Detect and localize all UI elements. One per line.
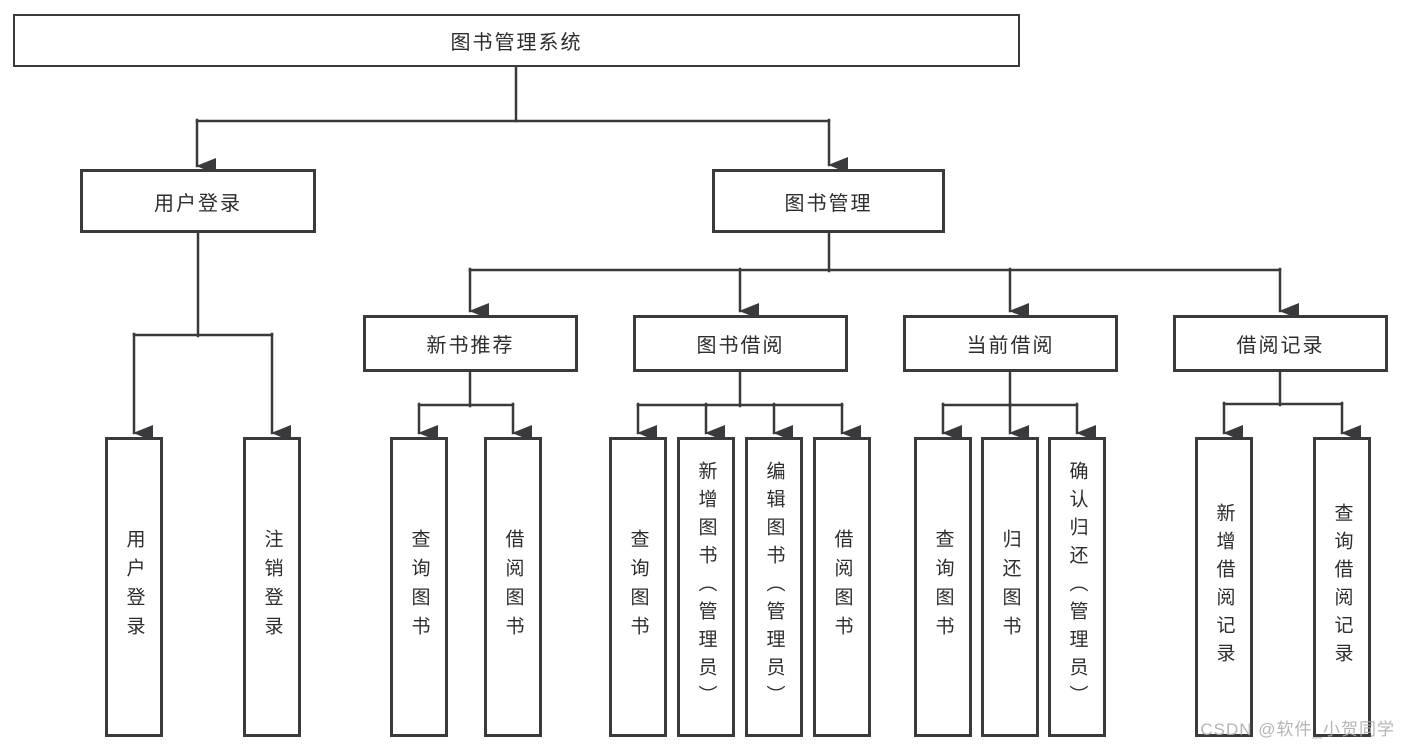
leaf-confirm-return-admin: 确认归还（管理员） <box>1048 437 1106 737</box>
leaf-query-books-recommend: 查询图书 <box>390 437 448 737</box>
leaf-label: 查询图书 <box>408 529 430 645</box>
node-library-management-system: 图书管理系统 <box>13 14 1020 67</box>
leaf-label: 新增借阅记录 <box>1213 503 1235 671</box>
leaf-edit-books-admin: 编辑图书（管理员） <box>745 437 803 737</box>
leaf-label: 归还图书 <box>999 529 1021 645</box>
leaf-label: 确认归还（管理员） <box>1066 461 1088 713</box>
node-book-borrowing: 图书借阅 <box>633 315 848 372</box>
node-new-book-recommend: 新书推荐 <box>363 315 578 372</box>
leaf-user-login: 用户登录 <box>105 437 163 737</box>
leaf-label: 查询借阅记录 <box>1331 503 1353 671</box>
leaf-label: 查询图书 <box>627 529 649 645</box>
leaf-return-books: 归还图书 <box>981 437 1039 737</box>
node-book-management: 图书管理 <box>712 169 945 233</box>
node-current-borrowing: 当前借阅 <box>903 315 1118 372</box>
leaf-query-books-borrowing: 查询图书 <box>609 437 667 737</box>
leaf-label: 注销登录 <box>261 529 283 645</box>
leaf-label: 新增图书（管理员） <box>695 461 717 713</box>
leaf-label: 借阅图书 <box>502 529 524 645</box>
leaf-query-borrow-record: 查询借阅记录 <box>1313 437 1371 737</box>
leaf-add-borrow-record: 新增借阅记录 <box>1195 437 1253 737</box>
leaf-label: 用户登录 <box>123 529 145 645</box>
leaf-add-books-admin: 新增图书（管理员） <box>677 437 735 737</box>
leaf-logout: 注销登录 <box>243 437 301 737</box>
node-user-login: 用户登录 <box>80 169 316 233</box>
leaf-borrow-books-borrowing: 借阅图书 <box>813 437 871 737</box>
leaf-label: 借阅图书 <box>831 529 853 645</box>
leaf-label: 编辑图书（管理员） <box>763 461 785 713</box>
node-borrowing-records: 借阅记录 <box>1173 315 1388 372</box>
leaf-label: 查询图书 <box>932 529 954 645</box>
leaf-borrow-books-recommend: 借阅图书 <box>484 437 542 737</box>
leaf-query-books-current: 查询图书 <box>914 437 972 737</box>
